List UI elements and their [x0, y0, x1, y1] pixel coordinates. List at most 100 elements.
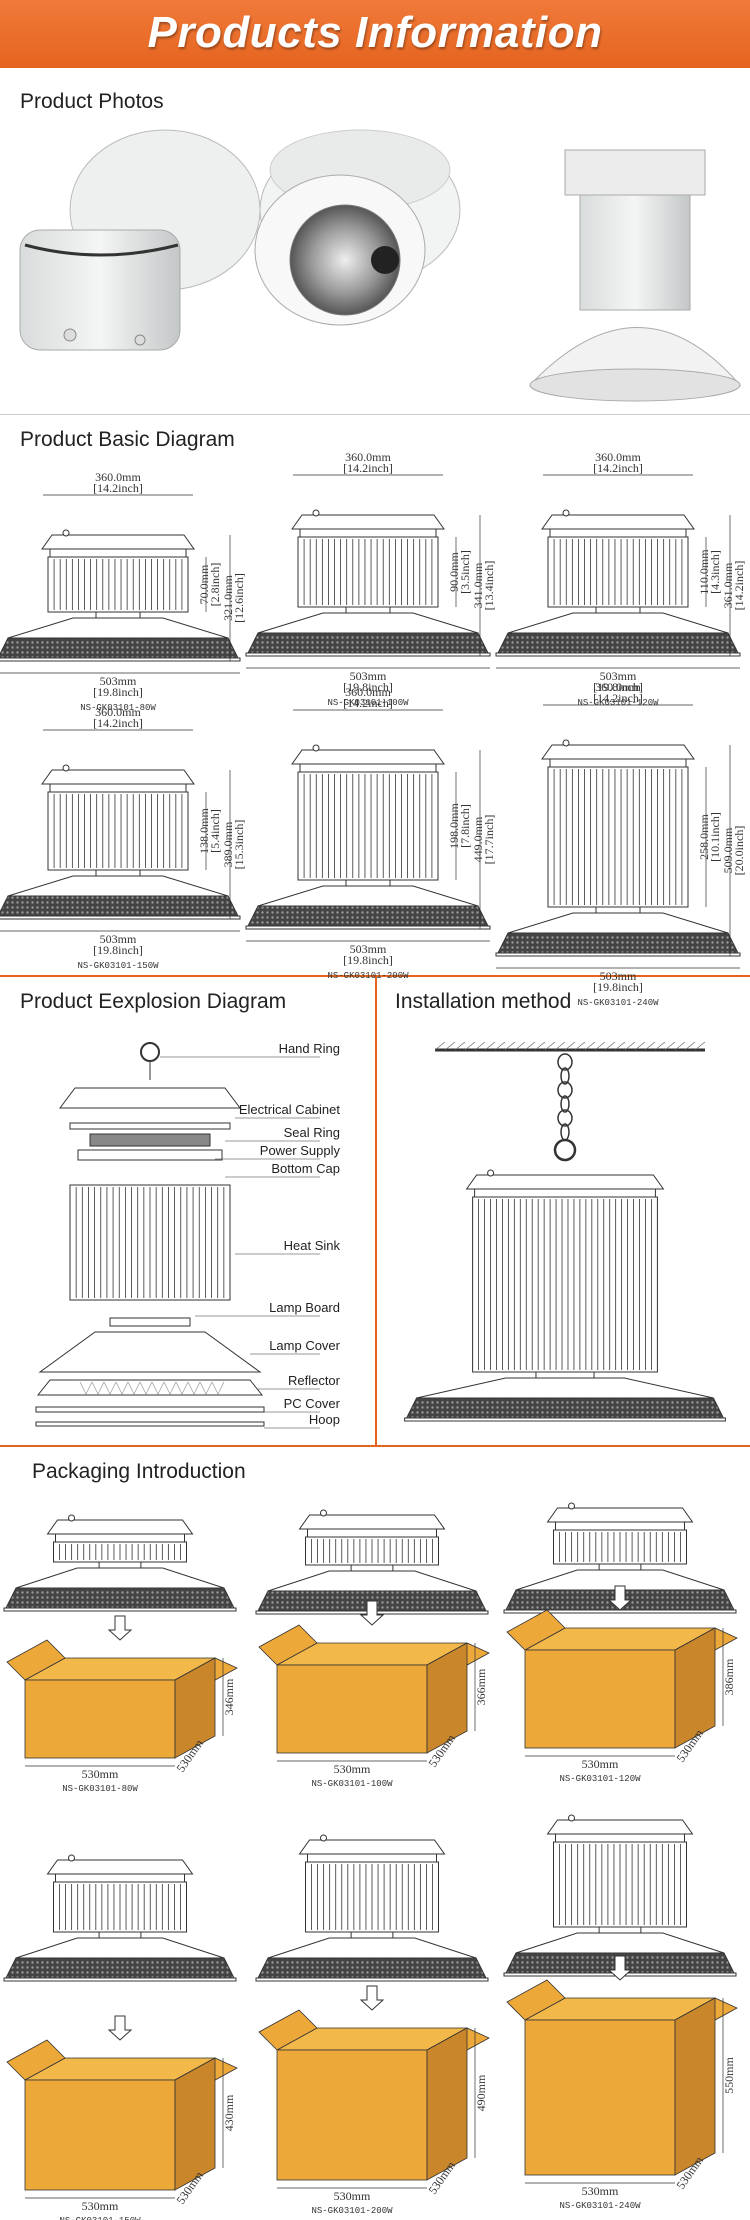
divider	[0, 414, 750, 415]
box-flap	[6, 1639, 66, 1681]
lamp-ring	[568, 1814, 575, 1822]
divider	[0, 1445, 750, 1447]
reflector-pattern	[211, 1381, 225, 1395]
model-caption: NS-GK03101-120W	[577, 698, 659, 708]
lamp-cover	[257, 612, 479, 634]
lamp-seal	[299, 528, 437, 538]
reflector	[36, 1379, 264, 1396]
ceiling-hatch	[454, 1041, 466, 1051]
dim-height-inch: [4.3inch]	[708, 550, 722, 594]
dimension-diagram: 360.0mm[14.2inch]198.0mm[7.8inch]449.0mm…	[245, 685, 496, 981]
model-caption: NS-GK03101-100W	[327, 698, 409, 708]
lamp-cover	[257, 885, 479, 907]
box-front	[524, 2019, 676, 2176]
hoop	[0, 915, 241, 920]
reflector-pattern	[79, 1381, 93, 1395]
reflector	[497, 932, 739, 954]
dim-height-mm: 138.0mm	[197, 808, 211, 854]
lamp-ring	[312, 744, 320, 752]
dim-height-inch: [10.1inch]	[708, 812, 722, 862]
lamp-cover	[7, 617, 229, 639]
lamp-cover	[416, 1377, 714, 1399]
product-photo	[528, 149, 742, 402]
hoop	[3, 1607, 237, 1612]
dim-total-height-inch: [20.0inch]	[732, 826, 746, 876]
down-arrow-icon	[107, 1615, 133, 1641]
dim-base-mm: 503mm	[100, 932, 137, 946]
hoop	[245, 652, 491, 657]
dimension-diagram: 360.0mm[14.2inch]110.0mm[4.3inch]361.0mm…	[495, 450, 746, 708]
section-title-explosion: Product Eexplosion Diagram	[20, 990, 287, 1013]
explosion-label: Seal Ring	[284, 1125, 340, 1140]
section-title-photos: Product Photos	[20, 90, 164, 113]
dimension-diagram: 360.0mm[14.2inch]258.0mm[10.1inch]509.0m…	[495, 680, 746, 1008]
lamp-board	[598, 1563, 642, 1571]
ceiling-hatch	[604, 1041, 616, 1051]
lamp-seal	[555, 1833, 685, 1843]
lamp-board	[95, 869, 141, 877]
dimension-diagram: 360.0mm[14.2inch]90.0mm[3.5inch]341.0mm[…	[245, 450, 496, 708]
ceiling-hatch	[554, 1041, 566, 1051]
lamp-board	[98, 1561, 142, 1569]
reflector-pattern	[103, 1381, 117, 1395]
hoop	[3, 1977, 237, 1982]
lamp-seal	[299, 763, 437, 773]
dim-base-inch: [19.8inch]	[593, 680, 643, 694]
package-height: 346mm	[222, 1678, 236, 1715]
box-front	[276, 2049, 428, 2181]
dim-height-mm: 90.0mm	[447, 552, 461, 592]
box-flap	[6, 2039, 66, 2081]
chain-link	[560, 1067, 570, 1085]
explosion-label: Reflector	[288, 1373, 341, 1388]
dim-total-height-inch: [17.7inch]	[482, 815, 496, 865]
ceiling-hatch	[644, 1041, 656, 1051]
dim-top-inch: [14.2inch]	[343, 461, 393, 475]
lamp-cover	[507, 912, 729, 934]
lamp-cap	[298, 1514, 446, 1530]
lamp-cover	[7, 875, 229, 897]
hand-ring	[553, 1138, 577, 1162]
dim-height-inch: [7.8inch]	[458, 804, 472, 848]
ceiling-hatch	[534, 1041, 546, 1051]
lamp-board	[595, 906, 641, 914]
lamp-ring	[68, 1854, 75, 1862]
dim-height-mm: 198.0mm	[447, 803, 461, 849]
lamp-cap	[465, 1174, 665, 1190]
package-height: 550mm	[722, 2057, 736, 2094]
lamp-board	[98, 1931, 142, 1939]
explosion-label: Bottom Cap	[271, 1161, 340, 1176]
model-caption: NS-GK03101-80W	[62, 1784, 138, 1794]
ceiling-hatch	[594, 1041, 606, 1051]
ceiling-hatch	[674, 1041, 686, 1051]
lamp-ring	[487, 1169, 495, 1177]
lamp-ring	[62, 764, 70, 772]
box-flap	[258, 2009, 318, 2051]
reflector	[5, 1587, 235, 1609]
electrical-cabinet	[59, 1087, 241, 1109]
lamp-board	[345, 606, 391, 614]
dim-top-inch: [14.2inch]	[93, 481, 143, 495]
ceiling-hatch	[444, 1041, 456, 1051]
lamp-ring	[320, 1509, 327, 1517]
product-photo	[19, 129, 261, 351]
down-arrow-icon	[107, 2015, 133, 2041]
chain-link	[557, 1109, 573, 1127]
reflector-pattern	[175, 1381, 189, 1395]
package-width: 530mm	[334, 1762, 371, 1776]
reflector-pattern	[139, 1381, 153, 1395]
dim-total-height-mm: 321.0mm	[221, 575, 235, 621]
ceiling-hatch	[694, 1041, 706, 1051]
model-caption: NS-GK03101-120W	[559, 1774, 641, 1784]
lamp-cap	[41, 769, 195, 785]
model-caption: NS-GK03101-240W	[577, 998, 659, 1008]
reflector-pattern	[199, 1381, 213, 1395]
model-caption: NS-GK03101-100W	[311, 1779, 393, 1789]
model-caption: NS-GK03101-150W	[59, 2216, 141, 2220]
ceiling-hatch	[584, 1041, 596, 1051]
lamp-ring	[62, 529, 70, 537]
ceiling-hatch	[574, 1041, 586, 1051]
dim-height-mm: 110.0mm	[697, 549, 711, 595]
lamp-cap	[298, 1839, 446, 1855]
ceiling-hatch	[474, 1041, 486, 1051]
